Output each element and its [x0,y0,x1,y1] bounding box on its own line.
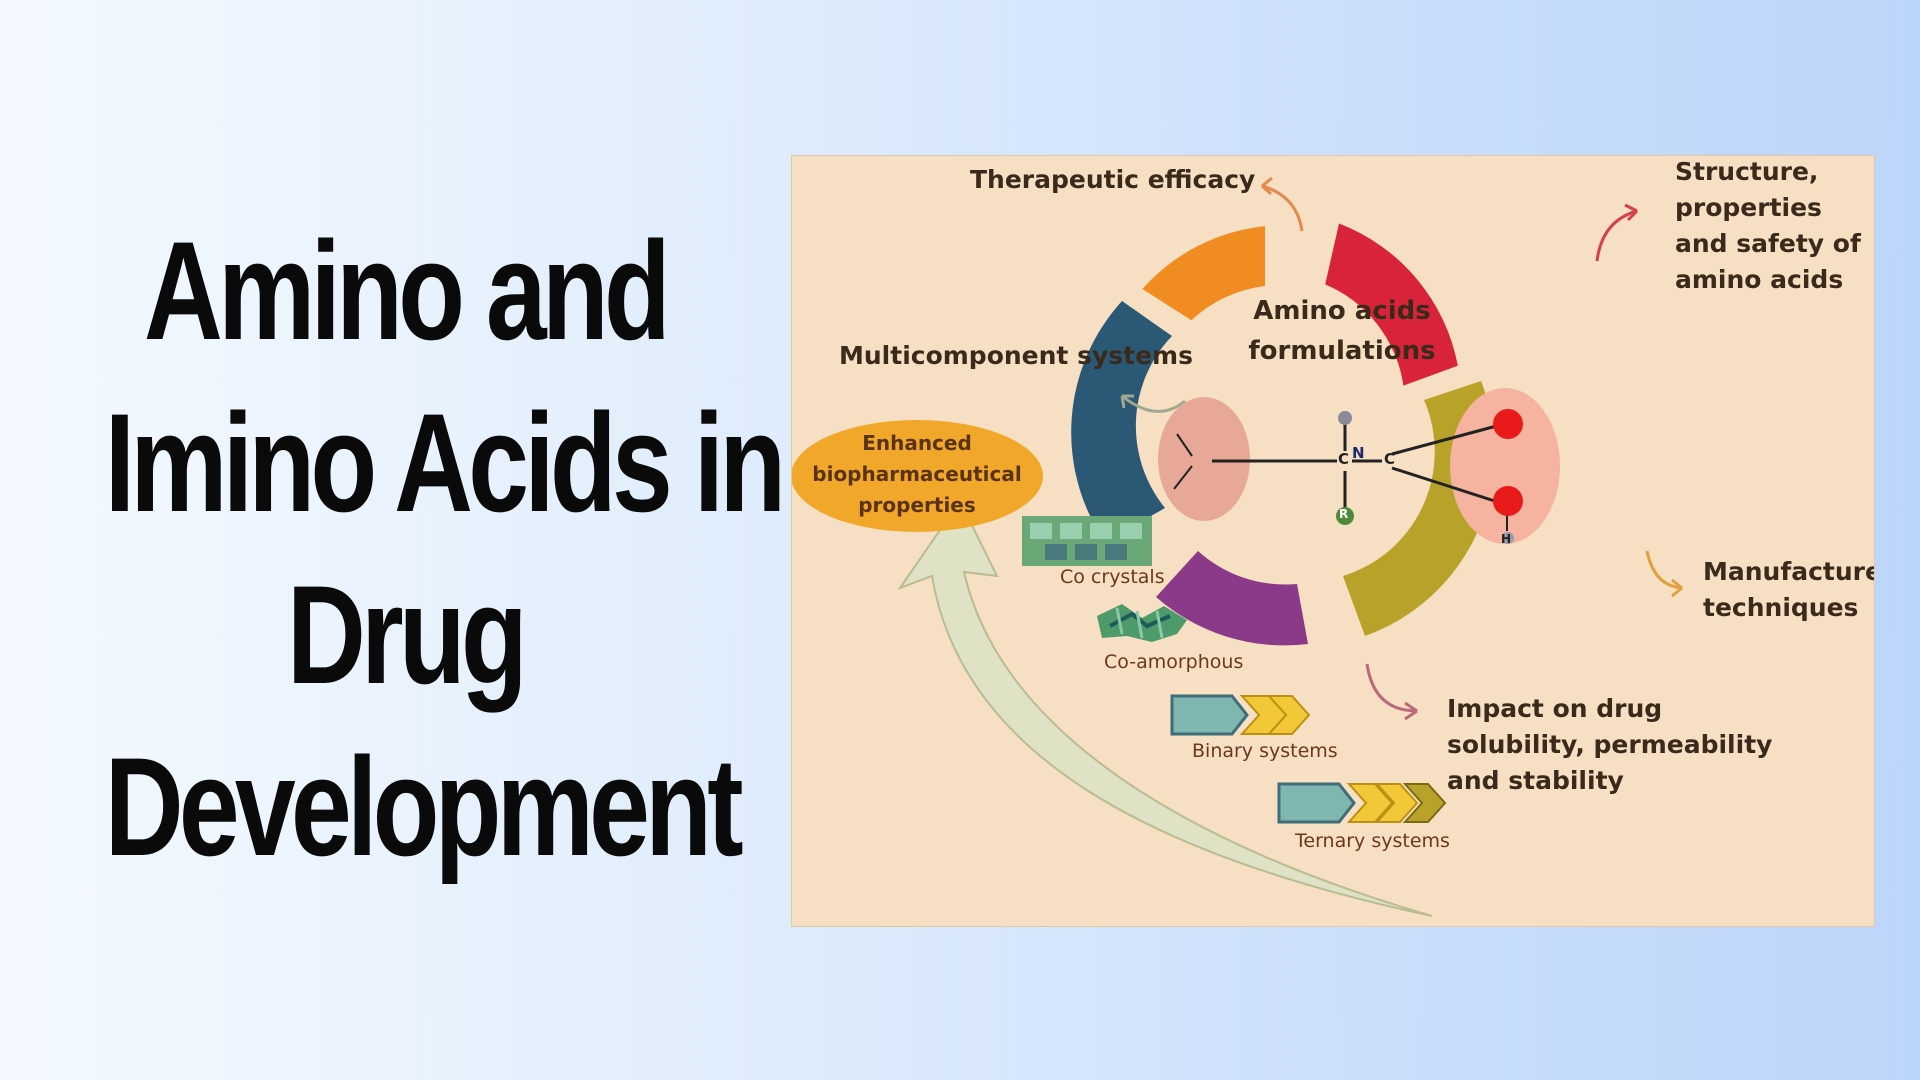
upward-curved-arrow [897,499,1433,917]
atom-h: H [1501,532,1512,546]
label-ternary-systems: Ternary systems [1295,830,1450,852]
label-impact: Impact on drug solubility, permeability … [1447,694,1773,795]
arrow-multicomponent [1121,394,1186,413]
page-title: Amino and Imino Acids in Drug Developmen… [104,205,786,893]
ring-segment-purple [1156,551,1308,646]
enhanced-ellipse [792,420,1043,532]
ring-segment-red [1325,223,1458,386]
title-line-3: Drug [286,556,528,713]
label-structure-properties: Structure, properties and safety of amin… [1675,157,1861,294]
binary-systems-icon [1170,694,1311,736]
diagram-graphics [792,176,1683,917]
ring-segment-blue [1071,301,1172,542]
ring-segment-orange [1142,226,1265,321]
label-binary-systems: Binary systems [1192,740,1338,762]
carboxyl-highlight [1450,388,1560,544]
ternary-systems-icon [1277,782,1447,824]
arrow-therapeutic [1261,184,1304,232]
atom-c-carboxyl: C [1384,450,1396,468]
title-line-1: Amino and [143,212,671,369]
co-crystals-icon [1022,516,1152,566]
arrow-manufacture [1645,550,1683,590]
label-co-amorphous: Co-amorphous [1104,651,1244,673]
title-line-4: Development [104,728,744,885]
co-amorphous-icon [1097,604,1187,642]
oxygen-atom-top [1493,409,1523,439]
atom-c-alpha: C [1338,450,1350,468]
oxygen-atom-bottom [1493,486,1523,516]
center-label-line1: Amino acids [1253,296,1431,326]
label-therapeutic-efficacy: Therapeutic efficacy [970,165,1256,194]
atom-n: N [1352,444,1365,462]
atom-r: R [1339,507,1349,521]
center-label-line2: formulations [1248,336,1436,366]
label-enhanced-properties: Enhanced biopharmaceutical properties [812,431,1022,517]
title-line-2: Imino Acids in [104,384,786,541]
r-group-atom [1336,507,1354,525]
label-co-crystals: Co crystals [1060,566,1165,588]
label-multicomponent-systems: Multicomponent systems [839,341,1193,370]
diagram-figure: N C C H R Therapeutic efficacy Structure… [791,155,1875,927]
amine-highlight [1158,397,1250,521]
arrow-impact [1365,663,1418,713]
label-manufacture-techniques: Manufacture techniques [1703,557,1875,622]
arrow-structure [1595,209,1638,262]
